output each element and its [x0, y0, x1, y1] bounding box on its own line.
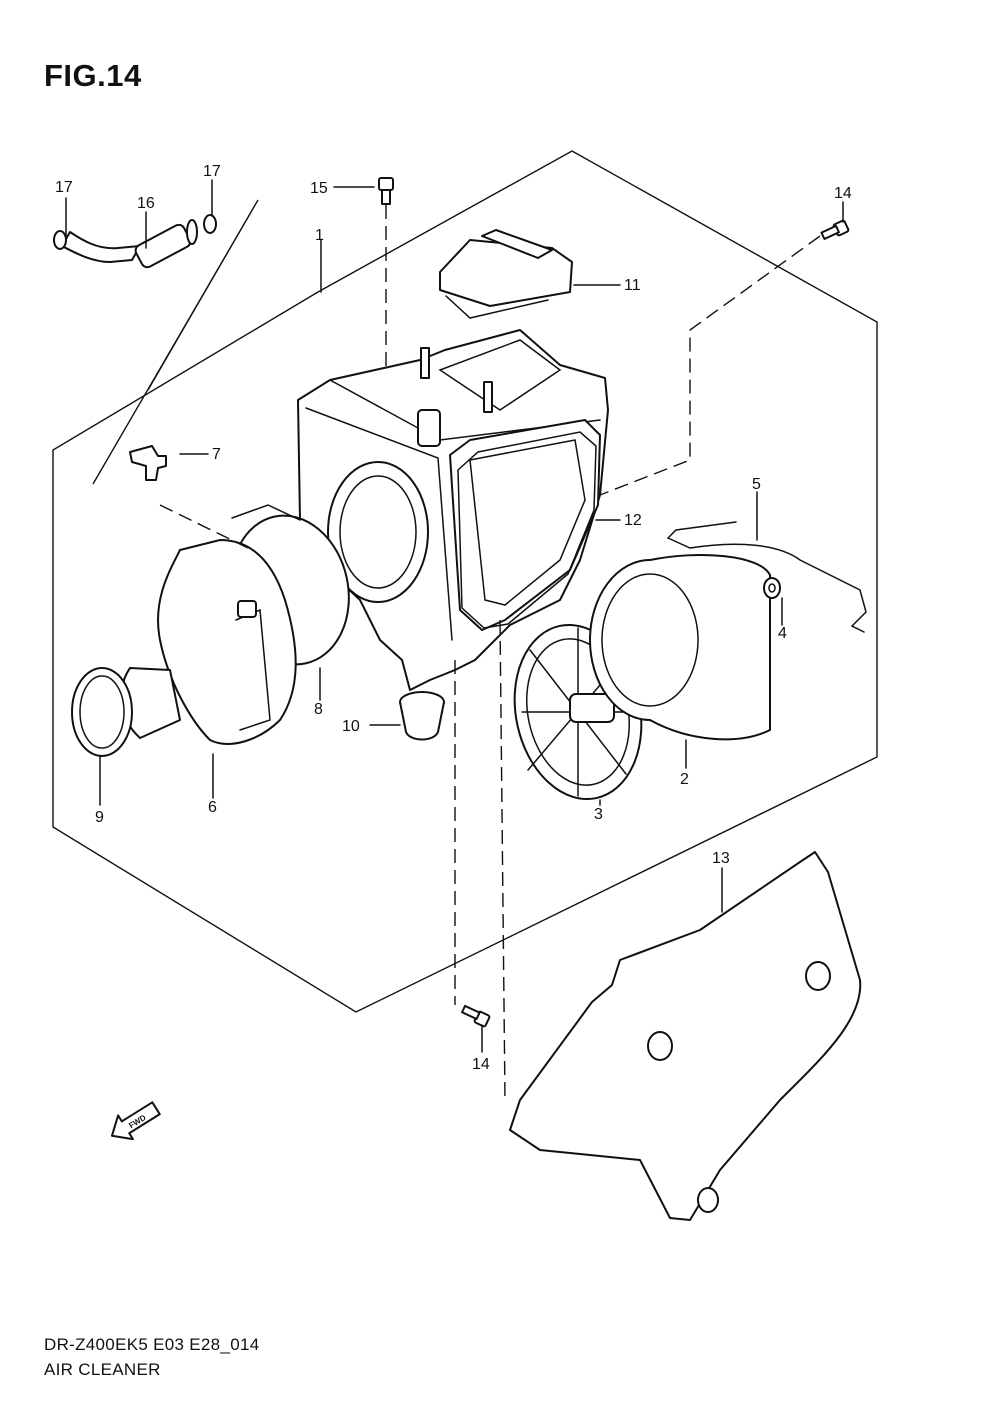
part-16-breather-hose: [53, 214, 217, 269]
part-2-air-filter-element: [589, 554, 771, 741]
callout-7: 7: [212, 446, 221, 463]
callout-17-right: 17: [203, 163, 221, 180]
callout-8: 8: [314, 701, 323, 718]
callout-14-upper: 14: [834, 185, 852, 202]
leader-dash-nipple-7: [159, 504, 249, 549]
callout-10: 10: [342, 718, 360, 735]
leader-dash-screw-14-upper: [599, 235, 821, 496]
part-7-nipple: [129, 445, 167, 481]
callout-4: 4: [778, 625, 787, 642]
callout-9: 9: [95, 809, 104, 826]
part-5-spring: [667, 521, 867, 633]
leader-dash-cover-13: [499, 619, 506, 1101]
part-12-gasket: [457, 431, 597, 629]
pipe-group-boundary: [92, 199, 259, 485]
assembly-boundary: [52, 150, 878, 1013]
part-9-clamp: [71, 667, 133, 757]
callout-2: 2: [680, 771, 689, 788]
callout-6: 6: [208, 799, 217, 816]
callout-5: 5: [752, 476, 761, 493]
callout-12: 12: [624, 512, 642, 529]
part-11-inlet-duct: [439, 229, 573, 319]
part-6-intake-boot: [120, 539, 297, 745]
part-14-screw-upper: [820, 219, 850, 241]
callout-11: 11: [624, 277, 641, 294]
part-4-washer: [763, 577, 781, 599]
section-name: AIR CLEANER: [44, 1360, 161, 1379]
leader-lines: [65, 179, 844, 1053]
part-10-drain-cap: [399, 691, 445, 741]
callout-3: 3: [594, 806, 603, 823]
part-1-air-cleaner-case: [297, 329, 609, 691]
callout-14-lower: 14: [472, 1056, 490, 1073]
part-15-screw: [378, 177, 394, 205]
callout-16: 16: [137, 195, 155, 212]
callout-1: 1: [315, 227, 324, 244]
callout-13: 13: [712, 850, 730, 867]
fwd-arrow-icon: FWD: [110, 1101, 161, 1141]
model-code: DR-Z400EK5 E03 E28_014: [44, 1335, 260, 1354]
part-14-screw-lower: [461, 1004, 491, 1028]
figure-title: FIG.14: [44, 58, 142, 93]
part-13-side-cover: [509, 851, 862, 1221]
callout-17-left: 17: [55, 179, 73, 196]
callout-15: 15: [310, 180, 328, 197]
